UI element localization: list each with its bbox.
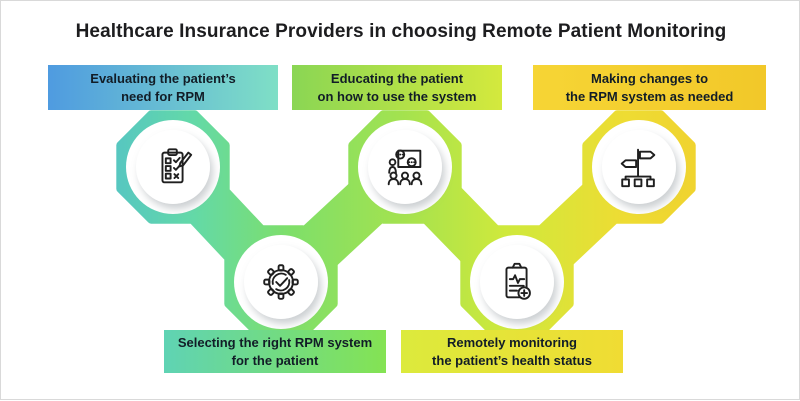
checklist-clipboard-icon (150, 144, 196, 190)
step-label-selecting-system: Selecting the right RPM system for the p… (164, 330, 386, 373)
page-title: Healthcare Insurance Providers in choosi… (75, 21, 727, 42)
step-label-line: Making changes to (590, 70, 709, 86)
clipboard-pulse-icon (494, 259, 540, 305)
step-label-evaluating-need: Evaluating the patient’s need for RPM (48, 65, 278, 110)
node-disc-1 (136, 130, 210, 204)
step-label-line: for the patient (231, 352, 319, 368)
step-label-line: the RPM system as needed (565, 88, 734, 104)
step-label-making-changes: Making changes to the RPM system as need… (533, 65, 766, 110)
step-label-line: need for RPM (121, 88, 205, 104)
step-label-line: Selecting the right RPM system (177, 334, 373, 350)
step-label-educating-patient: Educating the patient on how to use the … (292, 65, 502, 110)
step-label-line: Evaluating the patient’s (90, 70, 236, 86)
step-label-line: Educating the patient (330, 70, 464, 86)
step-label-line: on how to use the system (317, 88, 477, 104)
step-label-remote-monitoring: Remotely monitoring the patient’s health… (401, 330, 623, 373)
gear-check-icon (258, 259, 304, 305)
training-presentation-icon (382, 144, 428, 190)
signpost-decision-icon (616, 144, 662, 190)
step-label-line: the patient’s health status (432, 352, 592, 368)
step-label-line: Remotely monitoring (446, 334, 577, 350)
node-disc-4 (244, 245, 318, 319)
